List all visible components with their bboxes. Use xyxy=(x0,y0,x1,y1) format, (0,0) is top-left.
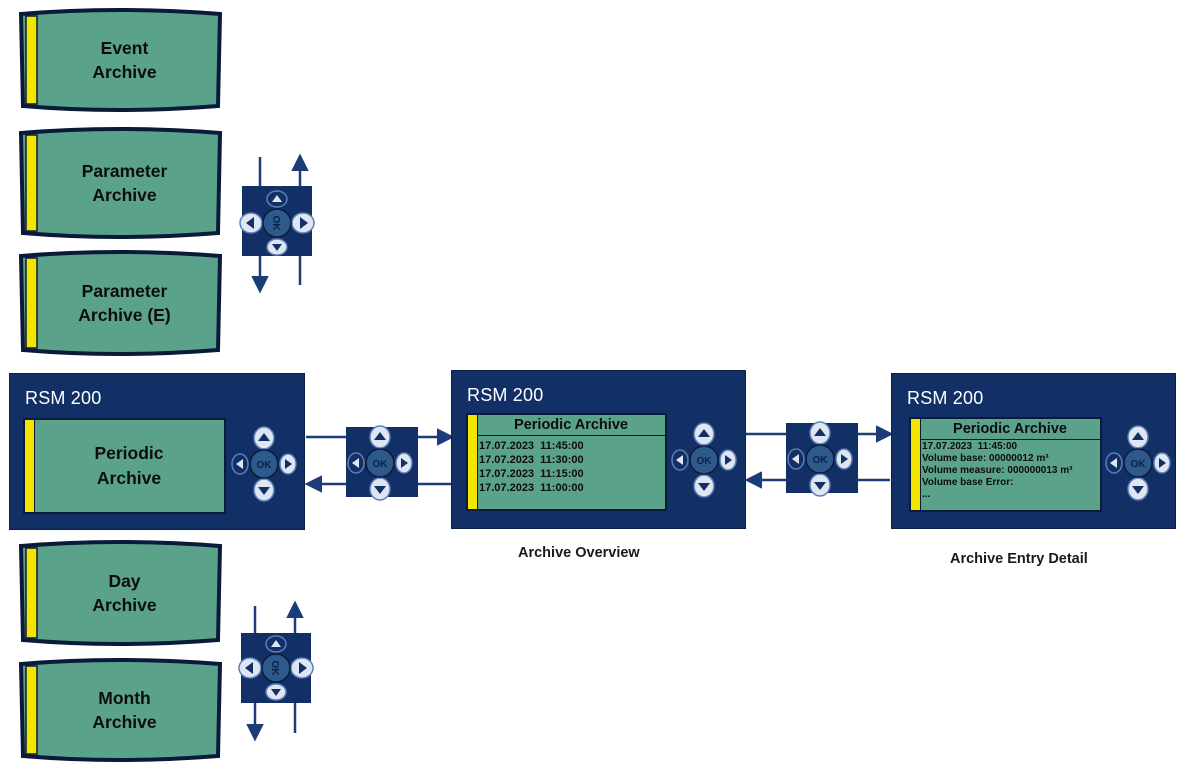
ok-button[interactable] xyxy=(249,449,279,479)
caption-archive-entry-detail: Archive Entry Detail xyxy=(950,551,1088,567)
arrow-left-icon xyxy=(676,455,683,465)
detail-line: Volume base Error: xyxy=(922,477,1014,488)
arrow-right-icon xyxy=(271,689,281,696)
arrow-down-icon xyxy=(1132,486,1144,494)
arrow-right-icon xyxy=(841,454,848,464)
arrow-left-icon xyxy=(352,458,359,468)
ok-label: OK xyxy=(813,455,829,466)
arrow-left-icon xyxy=(792,454,799,464)
detail-line: 17.07.2023 11:45:00 xyxy=(922,441,1018,452)
dpad-shape[interactable]: OK xyxy=(347,425,413,501)
detail-line: Volume measure: 000000013 m³ xyxy=(922,465,1073,476)
ok-label: OK xyxy=(1131,459,1147,470)
dpad-shape[interactable]: OK xyxy=(671,422,737,498)
dpad-icon[interactable]: OK xyxy=(347,425,413,501)
card-parameter-archive: Parameter Archive xyxy=(18,127,223,239)
arrow-down-icon xyxy=(698,483,710,491)
lcd-yellow-stripe xyxy=(468,415,478,509)
card-day-archive: Day Archive xyxy=(18,540,223,646)
card-label: Day Archive xyxy=(92,571,157,615)
arrow-down-icon xyxy=(245,662,253,674)
dpad-icon[interactable]: OK xyxy=(231,426,297,502)
entry-list: 17.07.2023 11:45:00 17.07.2023 11:30:00 … xyxy=(479,439,663,495)
dpad-icon[interactable]: OK xyxy=(671,422,737,498)
card-shape-icon xyxy=(18,250,223,356)
ok-label: OK xyxy=(269,661,280,677)
arrow-up-icon xyxy=(814,428,826,436)
dpad-icon[interactable]: OK xyxy=(238,630,314,706)
arrow-left-icon xyxy=(236,459,243,469)
card-shape-icon xyxy=(18,8,223,112)
arrow-up-icon xyxy=(374,432,386,440)
arrow-left-icon xyxy=(271,640,281,647)
card-month-archive: Month Archive xyxy=(18,658,223,762)
device-title: RSM 200 xyxy=(467,385,544,405)
device-main: RSM 200 Periodic Archive OK xyxy=(9,373,305,530)
card-label: Month Archive xyxy=(92,688,157,732)
card-shape-icon xyxy=(18,540,223,646)
arrow-left-icon xyxy=(272,195,282,202)
detail-line: Volume base: 00000012 m³ xyxy=(922,453,1049,464)
arrow-left-icon xyxy=(1110,458,1117,468)
entry-detail: 17.07.2023 11:45:00 Volume base: 0000001… xyxy=(922,441,1098,501)
arrow-right-icon xyxy=(725,455,732,465)
arrow-up-icon xyxy=(258,433,270,441)
card-parameter-archive-e: Parameter Archive (E) xyxy=(18,250,223,356)
arrow-right-icon xyxy=(272,244,282,251)
list-item[interactable]: 17.07.2023 11:45:00 xyxy=(479,440,584,452)
arrow-right-icon xyxy=(285,459,292,469)
ok-button[interactable] xyxy=(689,445,719,475)
arrow-down-icon xyxy=(258,487,270,495)
dpad-icon[interactable]: OK xyxy=(239,185,315,261)
dpad-shape[interactable]: OK xyxy=(1105,425,1171,501)
dpad-icon[interactable]: OK xyxy=(787,421,853,497)
detail-line: ... xyxy=(922,489,931,500)
ok-label: OK xyxy=(697,456,713,467)
card-label: Event Archive xyxy=(92,38,157,82)
card-event-archive: Event Archive xyxy=(18,8,223,112)
arrow-up-icon xyxy=(299,662,307,674)
list-item[interactable]: 17.07.2023 11:00:00 xyxy=(479,482,584,494)
ok-button[interactable] xyxy=(261,653,291,683)
list-item[interactable]: 17.07.2023 11:30:00 xyxy=(479,454,584,466)
ok-button[interactable] xyxy=(262,208,292,238)
device-detail: RSM 200 Periodic Archive 17.07.2023 11:4… xyxy=(891,373,1176,529)
ok-button[interactable] xyxy=(805,444,835,474)
ok-label: OK xyxy=(257,460,273,471)
arrow-right-icon xyxy=(401,458,408,468)
lcd-yellow-stripe xyxy=(911,419,921,510)
dpad-shape[interactable]: OK xyxy=(231,426,297,502)
caption-archive-overview: Archive Overview xyxy=(518,545,640,561)
ok-label: OK xyxy=(373,459,389,470)
arrow-up-icon xyxy=(300,217,308,229)
screen-title: Periodic Archive xyxy=(477,415,665,436)
card-shape-icon xyxy=(18,658,223,762)
device-overview: RSM 200 Periodic Archive 17.07.2023 11:4… xyxy=(451,370,746,529)
dpad-shape[interactable]: OK xyxy=(239,185,315,261)
arrow-up-icon xyxy=(1132,432,1144,440)
lcd-screen: Periodic Archive 17.07.2023 11:45:00 17.… xyxy=(466,413,667,511)
dpad-icon[interactable]: OK xyxy=(1105,425,1171,501)
ok-label: OK xyxy=(270,216,281,232)
dpad-shape[interactable]: OK xyxy=(238,630,314,706)
card-label: Parameter Archive xyxy=(81,161,168,205)
arrow-up-icon xyxy=(698,429,710,437)
screen-label: Periodic Archive xyxy=(94,443,164,488)
lcd-screen: Periodic Archive 17.07.2023 11:45:00 Vol… xyxy=(909,417,1102,512)
lcd-yellow-stripe xyxy=(25,420,35,512)
arrow-down-icon xyxy=(374,486,386,494)
screen-title: Periodic Archive xyxy=(920,419,1100,440)
dpad-shape[interactable]: OK xyxy=(787,421,853,497)
device-title: RSM 200 xyxy=(907,388,984,408)
arrow-down-icon xyxy=(246,217,254,229)
list-item[interactable]: 17.07.2023 11:15:00 xyxy=(479,468,584,480)
card-shape-icon xyxy=(18,127,223,239)
lcd-screen: Periodic Archive xyxy=(23,418,226,514)
card-label: Parameter Archive (E) xyxy=(78,281,171,325)
ok-button[interactable] xyxy=(365,448,395,478)
arrow-right-icon xyxy=(1159,458,1166,468)
ok-button[interactable] xyxy=(1123,448,1153,478)
arrow-down-icon xyxy=(814,482,826,490)
device-title: RSM 200 xyxy=(25,388,102,408)
